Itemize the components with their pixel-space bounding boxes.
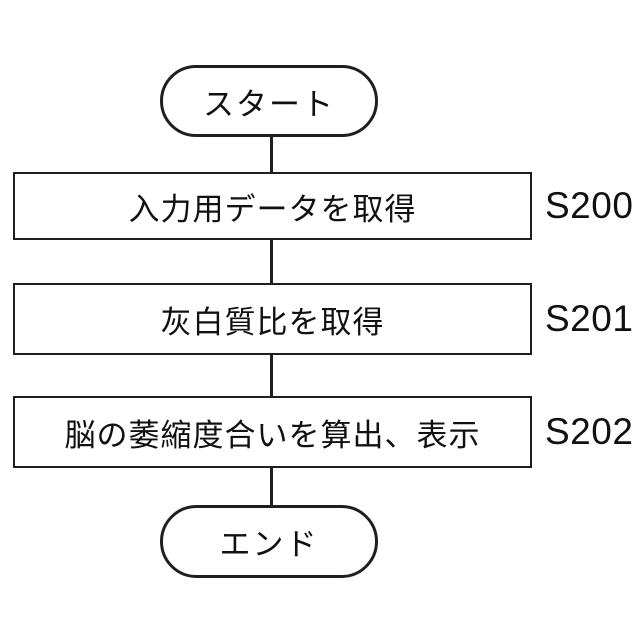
process-label-s200: 入力用データを取得 [128, 191, 417, 227]
process-label-s201: 灰白質比を取得 [160, 304, 385, 340]
process-box-s202: 脳の萎縮度合いを算出、表示 [13, 396, 532, 468]
start-terminal-node: スタート [160, 65, 378, 137]
connector-line-s200-to-s201 [270, 239, 273, 284]
connector-line-s202-to-end [270, 467, 273, 506]
step-id-s202: S202 [545, 411, 634, 452]
process-box-s201: 灰白質比を取得 [13, 283, 532, 355]
end-terminal-label: エンド [219, 527, 319, 562]
connector-line-s201-to-s202 [270, 354, 273, 397]
step-id-s200: S200 [545, 185, 634, 226]
connector-line-start-to-s200 [270, 136, 273, 173]
end-terminal-node: エンド [160, 505, 378, 578]
process-label-s202: 脳の萎縮度合いを算出、表示 [64, 417, 481, 453]
process-box-s200: 入力用データを取得 [13, 172, 532, 240]
step-id-s201: S201 [545, 298, 634, 339]
start-terminal-label: スタート [203, 86, 335, 122]
